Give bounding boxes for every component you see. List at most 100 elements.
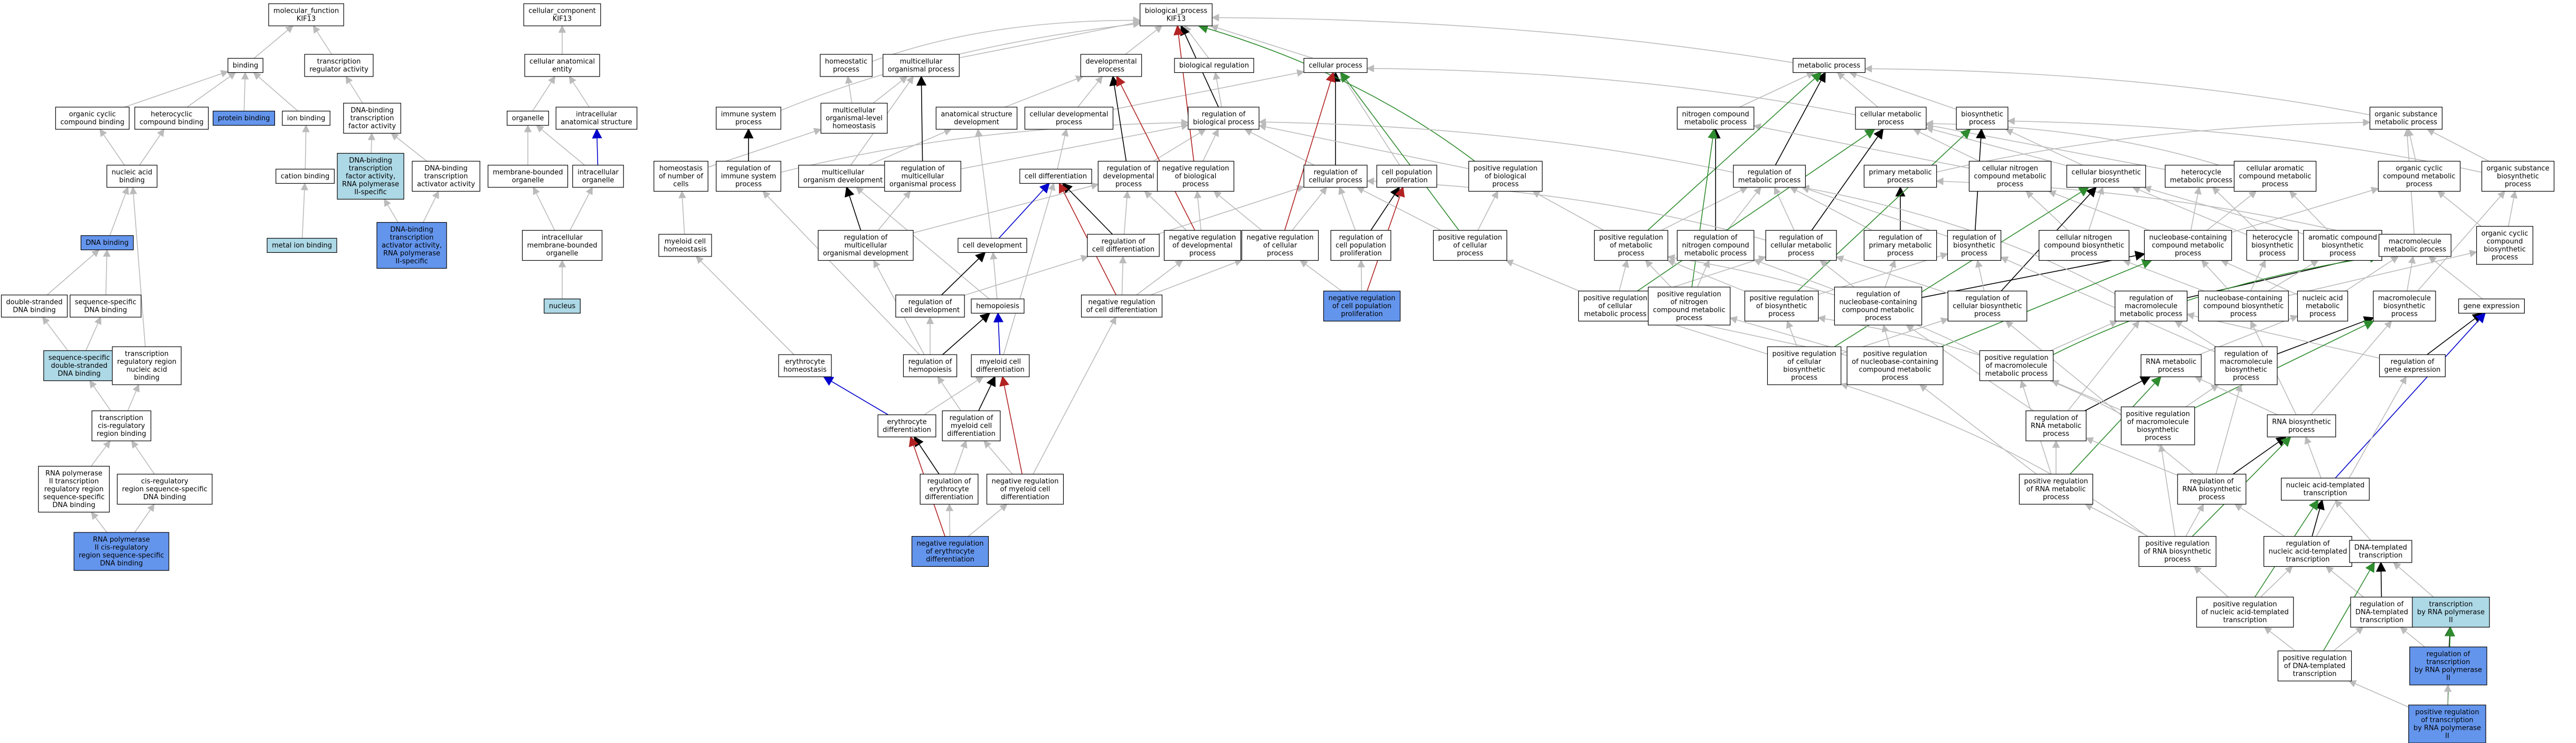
go-term-node-binding[interactable]: binding: [228, 58, 263, 73]
go-term-node-ion-binding[interactable]: ion binding: [282, 110, 330, 126]
go-term-node-metal-ion-binding[interactable]: metal ion binding: [267, 237, 337, 253]
go-term-node-dna-binding[interactable]: DNA binding: [80, 235, 134, 251]
go-term-node-hemopoiesis[interactable]: hemopoiesis: [971, 298, 1025, 314]
go-term-node-cellular-process[interactable]: cellular process: [1303, 58, 1368, 73]
go-term-node-gene-expression[interactable]: gene expression: [2458, 298, 2525, 314]
go-term-node-metabolic-process[interactable]: metabolic process: [1793, 58, 1865, 73]
go-term-node-cell-differentiation[interactable]: cell differentiation: [1019, 168, 1092, 184]
go-term-node-cation-binding[interactable]: cation binding: [276, 168, 335, 184]
go-term-node-protein-binding[interactable]: protein binding: [212, 110, 276, 126]
